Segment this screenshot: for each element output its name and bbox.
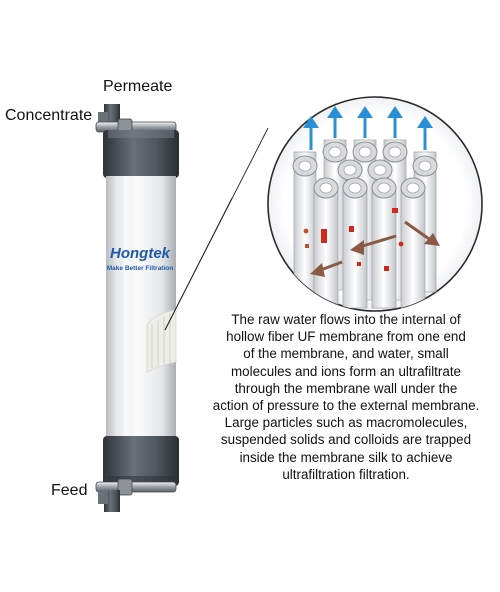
description-line: The raw water flows into the internal of	[231, 312, 461, 327]
magnified-fiber-view	[267, 96, 483, 312]
feed-label: Feed	[51, 482, 88, 499]
top-end-cap	[103, 130, 179, 178]
description-line: suspended solids and colloids are trappe…	[220, 432, 472, 448]
description-line: molecules and ions form an ultrafiltrate	[231, 363, 461, 379]
logo-tagline-text: Make Better Filtration	[107, 265, 173, 272]
concentrate-label: Concentrate	[5, 107, 93, 124]
raw-water-inflow-arrows	[310, 220, 440, 277]
description-line: through the membrane wall under the	[234, 380, 458, 396]
permeate-label: Permeate	[103, 78, 173, 95]
hollow-fiber-middle-row	[292, 155, 438, 181]
description-line: Large particles such as macromolecules,	[224, 415, 468, 431]
brand-logo: Hongtek Make Better Filtration	[107, 245, 173, 272]
fiber-bundle-window	[146, 309, 177, 373]
process-description: The raw water flows into the internal of…	[196, 311, 496, 483]
description-line: action of pressure to the external membr…	[212, 398, 480, 414]
trapped-particles	[303, 208, 404, 271]
permeate-outflow-arrows	[303, 106, 433, 150]
membrane-housing	[95, 104, 179, 512]
description-line: inside the membrane silk to achieve	[239, 449, 453, 465]
callout-lines	[164, 127, 269, 331]
description-line: ultrafiltration filtration.	[282, 466, 410, 482]
bottom-clamp	[95, 481, 177, 493]
description-line: of the membrane, and water, small	[243, 346, 449, 362]
logo-brand-text: Hongtek	[110, 245, 171, 262]
bottom-end-cap	[103, 436, 179, 486]
description-line: hollow fiber UF membrane from one end	[226, 329, 466, 345]
housing-tube	[106, 176, 176, 438]
